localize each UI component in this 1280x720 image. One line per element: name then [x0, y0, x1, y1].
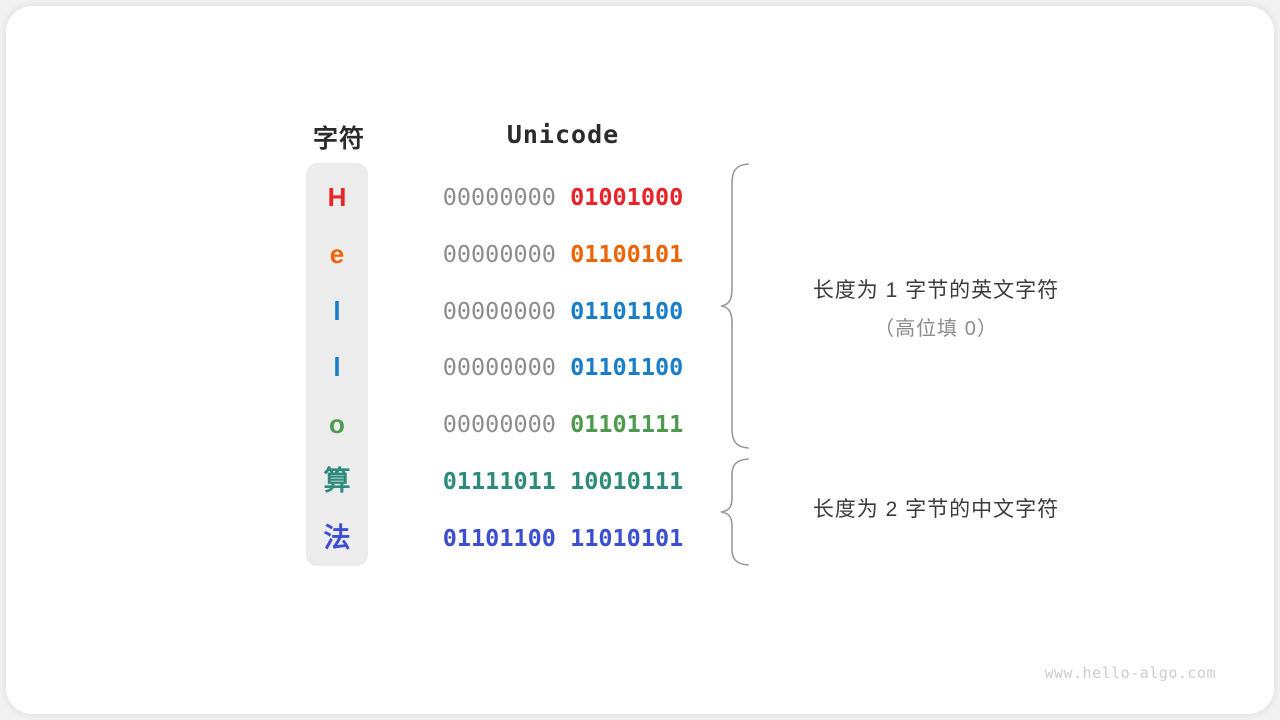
character-cell: l	[333, 296, 341, 326]
character-cell: H	[327, 182, 347, 212]
high-byte: 00000000	[442, 297, 556, 325]
high-byte: 00000000	[442, 240, 556, 268]
low-byte: 01101100	[570, 353, 684, 381]
annotation-one-byte: 长度为 1 字节的英文字符 （高位填 0）	[766, 274, 1106, 341]
character-column-panel	[306, 163, 368, 566]
character-cell: 算	[323, 466, 351, 496]
low-byte: 10010111	[570, 467, 684, 495]
annotation-two-byte-main: 长度为 2 字节的中文字符	[812, 498, 1060, 521]
annotation-one-byte-sub: （高位填 0）	[874, 318, 998, 340]
character-cell: l	[333, 352, 341, 382]
high-byte: 01101100	[442, 524, 556, 552]
unicode-bits-cell: 00000000 01101111	[426, 396, 700, 453]
column-header-unicode: Unicode	[506, 120, 620, 149]
character-cell: o	[329, 409, 345, 439]
low-byte: 01101100	[570, 297, 684, 325]
character-cell: e	[329, 239, 345, 269]
low-byte: 01001000	[570, 183, 684, 211]
watermark: www.hello-algo.com	[1044, 664, 1216, 682]
high-byte: 00000000	[442, 353, 556, 381]
character-cell: 法	[323, 523, 351, 553]
figure-stage: 字符 Unicode H 00000000 01001000 e 00000000 0…	[6, 6, 1274, 714]
unicode-bits-cell: 00000000 01100101	[426, 226, 700, 283]
figure-card: 字符 Unicode H 00000000 01001000 e 00000000 0…	[6, 6, 1274, 714]
unicode-bits-cell: 00000000 01101100	[426, 283, 700, 340]
high-byte: 01111011	[442, 467, 556, 495]
brace-two-byte	[720, 458, 749, 566]
unicode-bits-cell: 00000000 01001000	[426, 169, 700, 226]
high-byte: 00000000	[442, 410, 556, 438]
unicode-bits-cell: 01101100 11010101	[426, 510, 700, 567]
annotation-one-byte-main: 长度为 1 字节的英文字符	[812, 279, 1060, 302]
unicode-bits-cell: 01111011 10010111	[426, 453, 700, 510]
annotation-two-byte: 长度为 2 字节的中文字符	[766, 493, 1106, 523]
column-header-character: 字符	[312, 125, 365, 153]
high-byte: 00000000	[442, 183, 556, 211]
low-byte: 11010101	[570, 524, 684, 552]
brace-one-byte	[720, 163, 749, 449]
low-byte: 01101111	[570, 410, 684, 438]
unicode-bits-cell: 00000000 01101100	[426, 339, 700, 396]
low-byte: 01100101	[570, 240, 684, 268]
